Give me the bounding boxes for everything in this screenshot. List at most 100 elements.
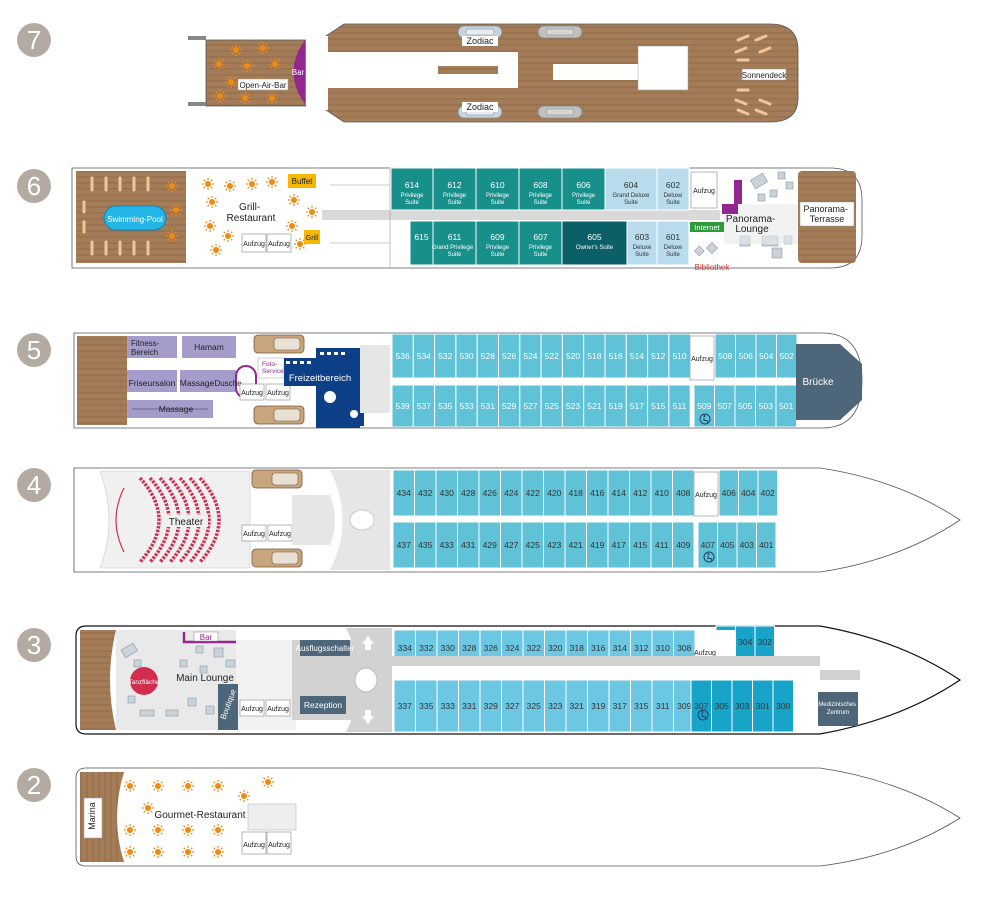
- cabin-416[interactable]: 416: [586, 469, 609, 517]
- cabin-421[interactable]: 421: [564, 521, 587, 569]
- cabin-426[interactable]: 426: [478, 469, 501, 517]
- cabin-432[interactable]: 432: [414, 469, 437, 517]
- cabin-430[interactable]: 430: [435, 469, 458, 517]
- cabin-505[interactable]: 505: [734, 384, 756, 428]
- cabin-409[interactable]: 409: [672, 521, 695, 569]
- cabin-529[interactable]: 529: [498, 384, 521, 428]
- cabin-532[interactable]: 532: [434, 333, 457, 379]
- cabin-528[interactable]: 528: [476, 333, 500, 379]
- cabin-511[interactable]: 511: [668, 384, 691, 428]
- cabin-300[interactable]: 300: [772, 679, 794, 733]
- cabin-317[interactable]: 317: [608, 679, 631, 733]
- cabin-337[interactable]: 337: [393, 679, 416, 733]
- cabin-429[interactable]: 429: [478, 521, 501, 569]
- cabin-418[interactable]: 418: [564, 469, 587, 517]
- cabin-423[interactable]: 423: [543, 521, 566, 569]
- cabin-525[interactable]: 525: [540, 384, 563, 428]
- cabin-307[interactable]: 307: [690, 679, 712, 733]
- cabin-408[interactable]: 408: [672, 469, 695, 517]
- cabin-527[interactable]: 527: [519, 384, 542, 428]
- cabin-406[interactable]: 406: [718, 469, 739, 517]
- cabin-510[interactable]: 510: [668, 333, 691, 379]
- cabin-536[interactable]: 536: [391, 333, 414, 379]
- cabin-335[interactable]: 335: [415, 679, 438, 733]
- cabin-512[interactable]: 512: [647, 333, 670, 379]
- cabin-333[interactable]: 333: [436, 679, 459, 733]
- cabin-419[interactable]: 419: [586, 521, 609, 569]
- cabin-428[interactable]: 428: [457, 469, 480, 517]
- cabin-533[interactable]: 533: [455, 384, 478, 428]
- cabin-427[interactable]: 427: [500, 521, 523, 569]
- cabin-425[interactable]: 425: [521, 521, 544, 569]
- cabin-411[interactable]: 411: [650, 521, 673, 569]
- cabin-518[interactable]: 518: [583, 333, 606, 379]
- cabin-301[interactable]: 301: [752, 679, 774, 733]
- cabin-319[interactable]: 319: [587, 679, 610, 733]
- cabin-417[interactable]: 417: [607, 521, 630, 569]
- cabin-402[interactable]: 402: [757, 469, 778, 517]
- cabin-323[interactable]: 323: [544, 679, 567, 733]
- cabin-321[interactable]: 321: [565, 679, 588, 733]
- cabin-523[interactable]: 523: [561, 384, 585, 428]
- cabin-331[interactable]: 331: [458, 679, 481, 733]
- cabin-434[interactable]: 434: [392, 469, 415, 517]
- cabin-327[interactable]: 327: [501, 679, 524, 733]
- cabin-515[interactable]: 515: [647, 384, 670, 428]
- cabin-506[interactable]: 506: [735, 333, 757, 379]
- cabin-503[interactable]: 503: [755, 384, 777, 428]
- cabin-403[interactable]: 403: [736, 521, 757, 569]
- cabin-537[interactable]: 537: [412, 384, 436, 428]
- cabin-410[interactable]: 410: [650, 469, 673, 517]
- cabin-535[interactable]: 535: [434, 384, 457, 428]
- cabin-424[interactable]: 424: [500, 469, 523, 517]
- cabin-422[interactable]: 422: [521, 469, 544, 517]
- cabin-521[interactable]: 521: [583, 384, 606, 428]
- cabin-516[interactable]: 516: [604, 333, 627, 379]
- cabin-526[interactable]: 526: [498, 333, 521, 379]
- cabin-414[interactable]: 414: [607, 469, 630, 517]
- cabin-404[interactable]: 404: [738, 469, 759, 517]
- cabin-437[interactable]: 437: [392, 521, 415, 569]
- cabin-531[interactable]: 531: [476, 384, 500, 428]
- cabin-305[interactable]: 305: [711, 679, 733, 733]
- cabin-431[interactable]: 431: [457, 521, 480, 569]
- cabin-407[interactable]: 407: [697, 521, 718, 569]
- cabin-520[interactable]: 520: [561, 333, 585, 379]
- cabin-519[interactable]: 519: [604, 384, 627, 428]
- cabin-514[interactable]: 514: [625, 333, 649, 379]
- suite-615[interactable]: 615: [409, 220, 434, 266]
- cabin-325[interactable]: 325: [522, 679, 545, 733]
- cabin-302[interactable]: 302: [754, 625, 775, 659]
- cabin-304[interactable]: 304: [735, 625, 756, 659]
- cabin-315[interactable]: 315: [630, 679, 653, 733]
- cabin-530[interactable]: 530: [455, 333, 478, 379]
- cabin-534[interactable]: 534: [412, 333, 436, 379]
- cabin-420[interactable]: 420: [543, 469, 566, 517]
- cabin-522[interactable]: 522: [540, 333, 563, 379]
- cabin-415[interactable]: 415: [629, 521, 652, 569]
- cabin-508[interactable]: 508: [714, 333, 736, 379]
- cabin-524[interactable]: 524: [519, 333, 542, 379]
- cabin-502[interactable]: 502: [776, 333, 798, 379]
- cabin-303[interactable]: 303: [731, 679, 753, 733]
- cabin-433[interactable]: 433: [435, 521, 458, 569]
- cabin-401[interactable]: 401: [756, 521, 777, 569]
- cabin-507[interactable]: 507: [714, 384, 736, 428]
- cabin-311[interactable]: 311: [651, 679, 674, 733]
- cabin-435[interactable]: 435: [414, 521, 437, 569]
- cabin-539[interactable]: 539: [391, 384, 414, 428]
- cabin-412[interactable]: 412: [629, 469, 652, 517]
